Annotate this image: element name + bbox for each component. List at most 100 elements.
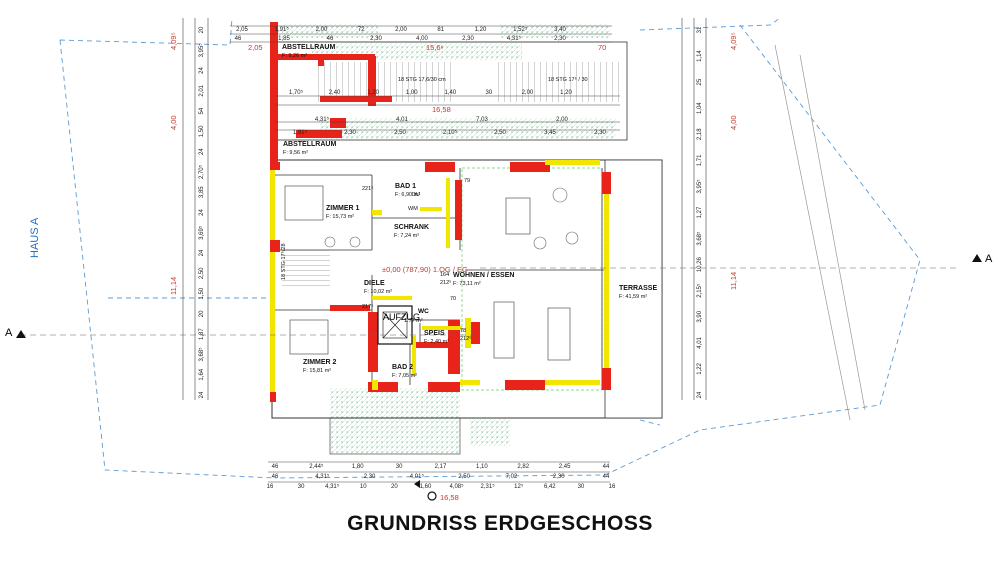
dim-left-col: 1,50: [199, 287, 205, 299]
dim-top-row2: 46: [327, 36, 334, 42]
dim-left-col: 24: [199, 148, 205, 155]
dim-top-row1: 2,00: [395, 27, 407, 33]
dim-mid-row: 1,40: [444, 90, 456, 96]
dim-right-col: 3,95⁵: [696, 179, 703, 194]
dim-right-col: 25: [697, 78, 703, 85]
red-dim-top-mid: 15,6⁶: [426, 43, 444, 52]
misc-label: WM: [408, 206, 418, 212]
misc-label: 79: [464, 178, 470, 184]
storage-zone-upper: [271, 24, 628, 141]
dim-mid-row: 2,40: [329, 90, 341, 96]
room-name: ZIMMER 2: [303, 359, 337, 366]
dim-right-col: 1,22: [697, 362, 703, 374]
dim-bottom-row1: 2,45: [559, 464, 571, 470]
misc-label: 221⁵: [362, 185, 373, 192]
room-area: F: 7,05 m²: [392, 373, 417, 379]
dimension-lines: [20, 18, 960, 483]
dim-top-row1: 1,20: [475, 27, 487, 33]
house-label: HAUS A: [29, 217, 41, 258]
red-dim-top-right: 70: [598, 43, 606, 52]
dim-right-col: 3,68⁵: [696, 231, 703, 246]
dim-right-col: 31: [697, 26, 703, 33]
dim-mid-row: 1,00: [406, 90, 418, 96]
dim-bottom-row3: 16: [267, 484, 274, 490]
dim-mid-row: 1,20: [560, 90, 572, 96]
dim-bottom-row1: 2,82: [517, 464, 529, 470]
dim-left-col: 1,87: [199, 328, 205, 340]
dim-bottom-row2: 4,31⁵: [315, 473, 330, 480]
dim-left-col: 3,95⁵: [198, 43, 205, 58]
dim-top-row2: 2,30: [554, 36, 566, 42]
entrance-marker-icon: [427, 491, 437, 501]
dim-bottom-row1: 2,17: [435, 464, 447, 470]
red-dim-left-1: 4,09⁵: [169, 32, 178, 50]
dim-bottom-row2: 4,01⁵: [410, 473, 425, 480]
labels: HAUS A A A ±0,00 (787,90) 1.OG / EG AUFZ…: [5, 32, 993, 502]
room-name: ABSTELLRAUM: [282, 44, 335, 51]
dim-mid-row3: 2,10⁵: [443, 129, 458, 136]
misc-label: 70: [450, 296, 456, 302]
dim-bottom-row3: 1,60: [420, 484, 432, 490]
room-name: WOHNEN / ESSEN: [453, 272, 514, 279]
misc-label: DU: [412, 192, 420, 198]
dim-mid-row3: 3,45: [544, 130, 556, 136]
dim-top-row1: 1,52⁵: [513, 26, 528, 33]
dim-top-row2: 4,31⁵: [507, 35, 522, 42]
section-marker-left: A: [5, 327, 13, 339]
dim-bottom-row3: 2,31⁵: [481, 483, 496, 490]
misc-label: 217⁵: [362, 303, 373, 310]
red-dim-left-2: 4,00: [169, 115, 178, 130]
room-name: BAD 2: [392, 364, 413, 371]
dim-left-col: 2,50: [199, 267, 205, 279]
dim-left-col: 1,64: [199, 368, 205, 380]
dim-right-col: 1,04: [697, 102, 703, 114]
dim-top-row1: 72: [358, 27, 365, 33]
dim-bottom-row2: 2,30: [553, 474, 565, 480]
walls: [270, 22, 611, 402]
dim-left-col: 20: [199, 26, 205, 33]
dim-bottom-row2: 2,30: [364, 474, 376, 480]
dim-bottom-row2: 46: [272, 474, 279, 480]
dim-right-col: 10,26: [697, 256, 703, 272]
dim-bottom-row1: 1,80: [352, 464, 364, 470]
dim-bottom-row1: 46: [272, 464, 279, 470]
elevator-dims: 1.77 m²: [404, 318, 423, 324]
dim-bottom-row3: 16: [609, 484, 616, 490]
dim-mid-row: 1,70⁵: [289, 89, 304, 96]
room-area: F: 6,90 m²: [395, 192, 420, 198]
dim-mid-row3: 2,50: [394, 130, 406, 136]
room-area: F: 9,26 m²: [282, 53, 307, 59]
dim-left-col: 3,69⁵: [198, 225, 205, 240]
dim-bottom-row2: 44: [603, 474, 610, 480]
dim-right-col: 4,01: [697, 336, 703, 348]
dim-left-col: 24: [199, 67, 205, 74]
red-dim-right-1: 4,09⁵: [729, 32, 738, 50]
red-dim-right-3: 11,14: [729, 272, 738, 290]
room-area: F: 41,59 m²: [619, 294, 647, 300]
dim-top-row2: 46: [235, 36, 242, 42]
wc-label: WC: [418, 308, 429, 315]
dim-top-row1: 2,05: [236, 27, 248, 33]
misc-label: 164: [440, 272, 449, 278]
dim-top-row1: 1,91⁵: [275, 26, 290, 33]
red-dim-left-3: 11,14: [169, 277, 178, 295]
dim-bottom-row1: 44: [603, 464, 610, 470]
room-area: F: 15,81 m²: [303, 368, 331, 374]
room-area: F: 10,02 m²: [364, 289, 392, 295]
dim-right-col: 2,15⁵: [696, 283, 703, 298]
dim-left-col: 20: [199, 310, 205, 317]
dim-mid-row3: 2,50: [494, 130, 506, 136]
red-dim-bottom: 16,58: [440, 493, 459, 502]
dim-right-col: 3,90: [697, 310, 703, 322]
stair-inner: 18 STG 17⁶/28: [280, 243, 287, 280]
misc-label: 212⁵: [440, 279, 451, 286]
room-area: F: 73,11 m²: [453, 281, 481, 287]
dim-mid-row: 30: [486, 90, 493, 96]
dim-mid-row: 2,00: [522, 90, 534, 96]
room-area: F: 15,73 m²: [326, 214, 354, 220]
dim-bottom-row1: 30: [396, 464, 403, 470]
dim-mid-row2: 7,03: [476, 117, 488, 123]
